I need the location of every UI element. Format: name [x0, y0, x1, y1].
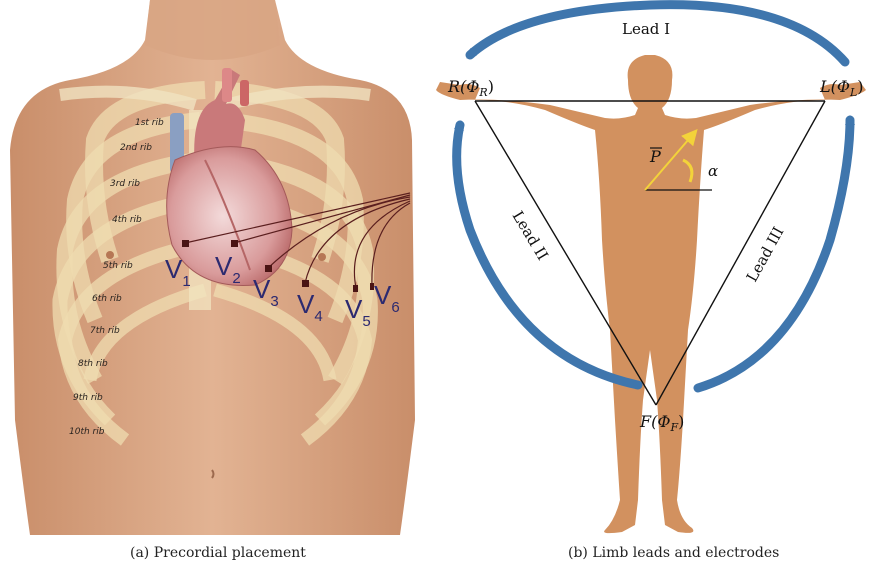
- precordial-panel: 1st rib 2nd rib 3rd rib 4th rib 5th rib …: [0, 0, 430, 575]
- rib-label: 3rd rib: [110, 179, 140, 189]
- rib-label: 8th rib: [78, 359, 108, 369]
- rib-label: 10th rib: [69, 427, 105, 437]
- electrode-v3: [265, 265, 272, 272]
- lead-ii-label: Lead II: [509, 208, 552, 264]
- electrode-v4: [302, 280, 309, 287]
- electrode-r-label: R(ΦR): [447, 77, 494, 99]
- electrode-v5: [353, 285, 358, 292]
- electrode-v2: [231, 240, 238, 247]
- angle-alpha-label: α: [708, 162, 718, 180]
- vector-p-label: P: [649, 147, 661, 166]
- caption-a: (a) Precordial placement: [130, 545, 306, 561]
- electrode-f-label: F(ΦF): [639, 412, 684, 434]
- rib-label: 9th rib: [73, 393, 103, 403]
- lead-iii-label: Lead III: [743, 224, 788, 285]
- electrode-v1: [182, 240, 189, 247]
- einthoven-diagram: P α Lead I Lead II Lead III R(ΦR) L(ΦL) …: [430, 0, 880, 540]
- rib-label: 4th rib: [112, 215, 142, 225]
- rib-label: 6th rib: [92, 294, 122, 304]
- rib-label: 5th rib: [103, 261, 133, 271]
- caption-b: (b) Limb leads and electrodes: [568, 545, 779, 561]
- limb-leads-panel: P α Lead I Lead II Lead III R(ΦR) L(ΦL) …: [430, 0, 880, 575]
- rib-label: 7th rib: [90, 326, 120, 336]
- lead-i-label: Lead I: [622, 20, 670, 38]
- electrode-l-label: L(ΦL): [819, 77, 864, 99]
- rib-label: 1st rib: [135, 118, 164, 128]
- rib-label: 2nd rib: [120, 143, 152, 153]
- precordial-illustration: 1st rib 2nd rib 3rd rib 4th rib 5th rib …: [0, 0, 430, 540]
